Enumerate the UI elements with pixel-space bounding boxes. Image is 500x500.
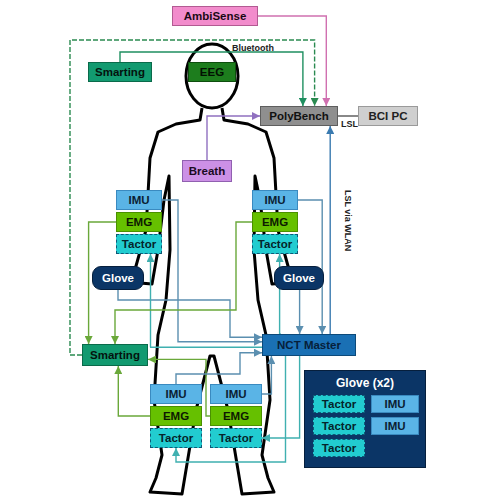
tactor-box: Tactor bbox=[313, 417, 365, 435]
node-label: BCI PC bbox=[369, 110, 408, 122]
signal-wire bbox=[329, 126, 331, 334]
panel-heading: Glove (x2) bbox=[305, 376, 425, 390]
glove-box: Glove bbox=[274, 266, 324, 290]
node-label: EMG bbox=[126, 216, 152, 228]
glove-box: Glove bbox=[92, 266, 144, 290]
node-label: IMU bbox=[165, 388, 186, 400]
node-label: EMG bbox=[163, 410, 189, 422]
node-label: Tactor bbox=[322, 442, 356, 454]
tactor-box: Tactor bbox=[313, 395, 365, 413]
master-box: NCT Master bbox=[262, 334, 356, 356]
signal-wire bbox=[176, 353, 262, 384]
node-label: Tactor bbox=[258, 238, 292, 250]
node-label: EMG bbox=[223, 410, 249, 422]
sensor-box: Breath bbox=[182, 160, 232, 182]
node-label: Tactor bbox=[322, 398, 356, 410]
emg-box: EMG bbox=[252, 212, 298, 232]
tactor-box: Tactor bbox=[252, 234, 298, 254]
node-label: NCT Master bbox=[277, 339, 341, 351]
body-outline bbox=[128, 108, 296, 494]
node-label: IMU bbox=[128, 194, 149, 206]
tactor-box: Tactor bbox=[210, 428, 262, 448]
node-label: Breath bbox=[189, 165, 225, 177]
signal-wire bbox=[118, 290, 262, 337]
node-label: Tactor bbox=[219, 432, 253, 444]
signal-wire bbox=[150, 254, 262, 347]
node-label: PolyBench bbox=[269, 110, 328, 122]
imu-box: IMU bbox=[371, 395, 419, 413]
node-label: Glove bbox=[283, 272, 315, 284]
node-label: Smarting bbox=[90, 349, 140, 361]
imu-box: IMU bbox=[116, 190, 162, 210]
imu-box: IMU bbox=[150, 384, 202, 404]
imu-box: IMU bbox=[371, 417, 419, 435]
node-label: EEG bbox=[200, 66, 224, 78]
amplifier-box: Smarting bbox=[82, 344, 148, 366]
node-label: Smarting bbox=[95, 66, 145, 78]
amplifier-box: Smarting bbox=[88, 62, 152, 82]
input-device-box: AmbiSense bbox=[172, 6, 258, 26]
node-label: IMU bbox=[384, 420, 405, 432]
emg-box: EMG bbox=[116, 212, 162, 232]
signal-wire bbox=[258, 16, 326, 106]
signal-wire bbox=[207, 116, 260, 160]
glove-panel: Glove (x2)TactorIMUTactorIMUTactor bbox=[304, 370, 426, 468]
node-label: IMU bbox=[264, 194, 285, 206]
sensor-box: EEG bbox=[188, 62, 236, 82]
node-label: Tactor bbox=[122, 238, 156, 250]
node-label: EMG bbox=[262, 216, 288, 228]
imu-box: IMU bbox=[210, 384, 262, 404]
signal-wire bbox=[262, 356, 300, 438]
signal-wire bbox=[70, 40, 315, 355]
signal-wire bbox=[298, 290, 300, 334]
emg-box: EMG bbox=[210, 406, 262, 426]
node-label: IMU bbox=[384, 398, 405, 410]
signal-wire bbox=[162, 200, 262, 342]
emg-box: EMG bbox=[150, 406, 202, 426]
node-label: AmbiSense bbox=[184, 10, 247, 22]
wire-label: LSL via WLAN bbox=[343, 190, 353, 251]
tactor-box: Tactor bbox=[116, 234, 162, 254]
node-label: Glove bbox=[102, 272, 134, 284]
node-label: IMU bbox=[225, 388, 246, 400]
hub-box: PolyBench bbox=[260, 106, 338, 126]
signal-wire bbox=[338, 115, 358, 116]
head-outline bbox=[186, 44, 238, 108]
imu-box: IMU bbox=[252, 190, 298, 210]
computer-box: BCI PC bbox=[358, 106, 418, 126]
tactor-box: Tactor bbox=[150, 428, 202, 448]
node-label: Tactor bbox=[322, 420, 356, 432]
node-label: Tactor bbox=[159, 432, 193, 444]
wire-label: LSL bbox=[341, 119, 358, 129]
tactor-box: Tactor bbox=[313, 439, 365, 457]
wire-label: Bluetooth bbox=[232, 43, 274, 53]
signal-wire bbox=[262, 356, 271, 394]
signal-wire bbox=[118, 366, 150, 416]
